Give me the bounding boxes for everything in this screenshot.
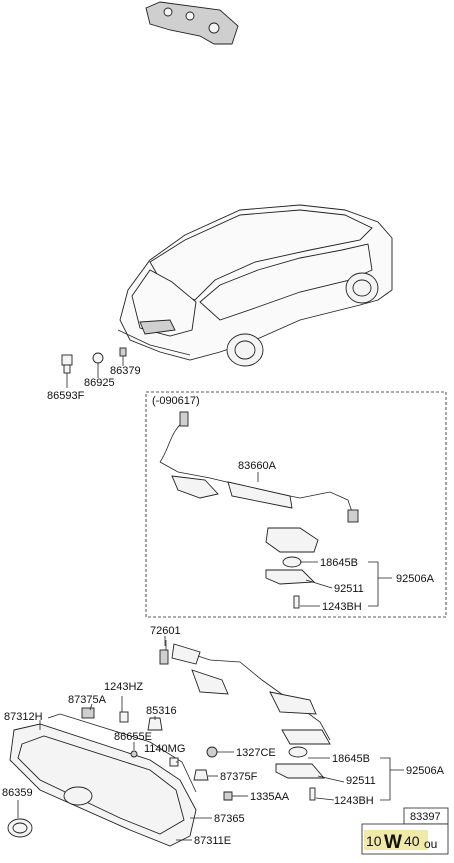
suv-illustration — [117, 204, 393, 367]
label-87312h: 87312H — [4, 711, 43, 723]
label-86593f: 86593F — [47, 390, 85, 402]
label-1335aa: 1335AA — [250, 791, 290, 803]
variant-label: (-090617) — [152, 395, 200, 407]
label-87375a: 87375A — [68, 694, 107, 706]
legend-code-a: 10 — [366, 833, 382, 849]
label-1243bh-lower: 1243BH — [334, 795, 374, 807]
legend-part-no: 83397 — [410, 811, 441, 823]
label-92511-upper: 92511 — [334, 583, 364, 595]
label-92506a-lower: 92506A — [406, 765, 445, 777]
rear-garnish-panel — [9, 713, 197, 847]
label-87311e: 87311E — [194, 835, 231, 847]
legend-code-c: 40 — [404, 833, 420, 849]
clip-86379 — [119, 347, 127, 357]
part-86655e — [130, 750, 138, 758]
label-18645b-upper: 18645B — [320, 557, 358, 569]
label-83660a: 83660A — [238, 460, 277, 472]
label-92506a-upper: 92506A — [396, 573, 435, 585]
label-1327ce: 1327CE — [236, 747, 276, 759]
nut-1327ce — [206, 746, 218, 758]
emblem-86359 — [7, 818, 33, 838]
washer-86925 — [92, 352, 104, 364]
variant-dashed-box — [145, 391, 447, 618]
screw-86593f — [61, 354, 73, 374]
part-85316 — [147, 717, 163, 731]
clip-1335aa — [223, 791, 233, 801]
label-86925: 86925 — [84, 377, 115, 389]
label-86655e: 86655E — [114, 731, 152, 743]
label-87365: 87365 — [214, 813, 245, 825]
label-87375f: 87375F — [220, 771, 258, 783]
part-87375a — [81, 707, 95, 719]
label-1140mg: 1140MG — [144, 743, 185, 755]
part-87375f — [193, 769, 209, 781]
label-1243hz: 1243HZ — [104, 681, 143, 693]
label-1243bh-upper: 1243BH — [322, 601, 362, 613]
wiring-harness-upper — [159, 411, 359, 609]
label-18645b-lower: 18645B — [332, 753, 370, 765]
label-92511-lower: 92511 — [346, 775, 376, 787]
label-86359: 86359 — [2, 787, 33, 799]
legend-code-d: ou — [424, 837, 437, 851]
legend-box: 83397 10 W 40 ou — [361, 807, 449, 855]
label-86379: 86379 — [110, 365, 141, 377]
legend-code-b: W — [384, 832, 402, 853]
lamp-housing-fragment — [145, 1, 239, 45]
screw-1243hz — [119, 711, 129, 723]
wiring-harness-lower — [159, 640, 331, 801]
label-85316: 85316 — [146, 705, 177, 717]
label-72601: 72601 — [150, 625, 181, 637]
